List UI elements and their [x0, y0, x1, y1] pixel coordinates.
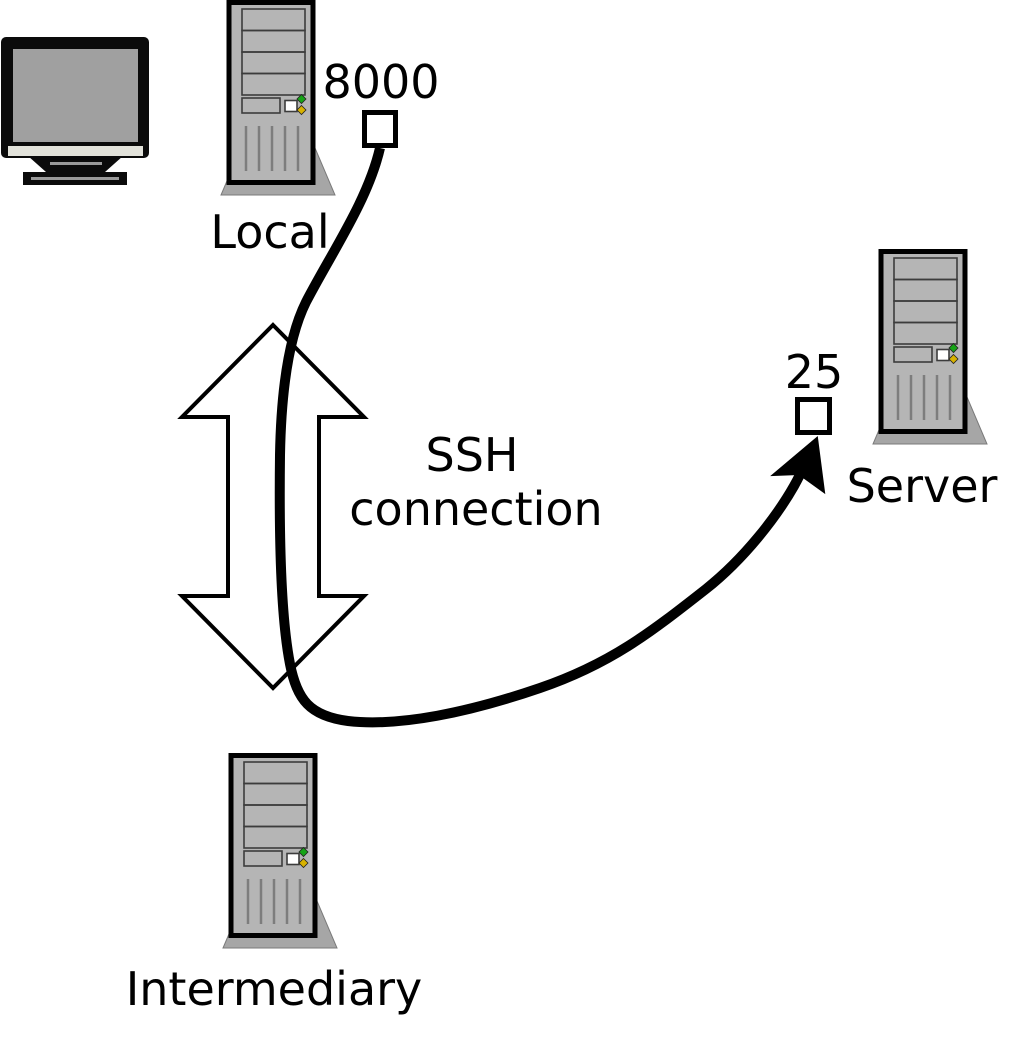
intermediary-label: Intermediary — [126, 962, 423, 1016]
bidirectional-arrow — [177, 322, 369, 691]
intermediary-computer-icon — [223, 756, 337, 949]
server-computer-icon — [873, 252, 987, 445]
tunnel-connection-line — [274, 146, 814, 728]
local-port-label: 8000 — [322, 55, 439, 109]
ssh-connection-label-line1: SSH — [426, 428, 519, 482]
monitor-icon — [1, 37, 149, 185]
ssh-connection-label-line2: connection — [349, 482, 602, 536]
local-port-box — [362, 110, 398, 148]
server-port-label: 25 — [785, 345, 844, 399]
server-port-box — [795, 397, 832, 435]
monitor-screen — [13, 49, 138, 142]
server-label: Server — [847, 459, 998, 513]
local-label: Local — [210, 205, 329, 259]
tunnel-arrowhead — [770, 436, 826, 495]
monitor-strip — [8, 146, 143, 156]
local-computer-icon — [221, 3, 335, 196]
